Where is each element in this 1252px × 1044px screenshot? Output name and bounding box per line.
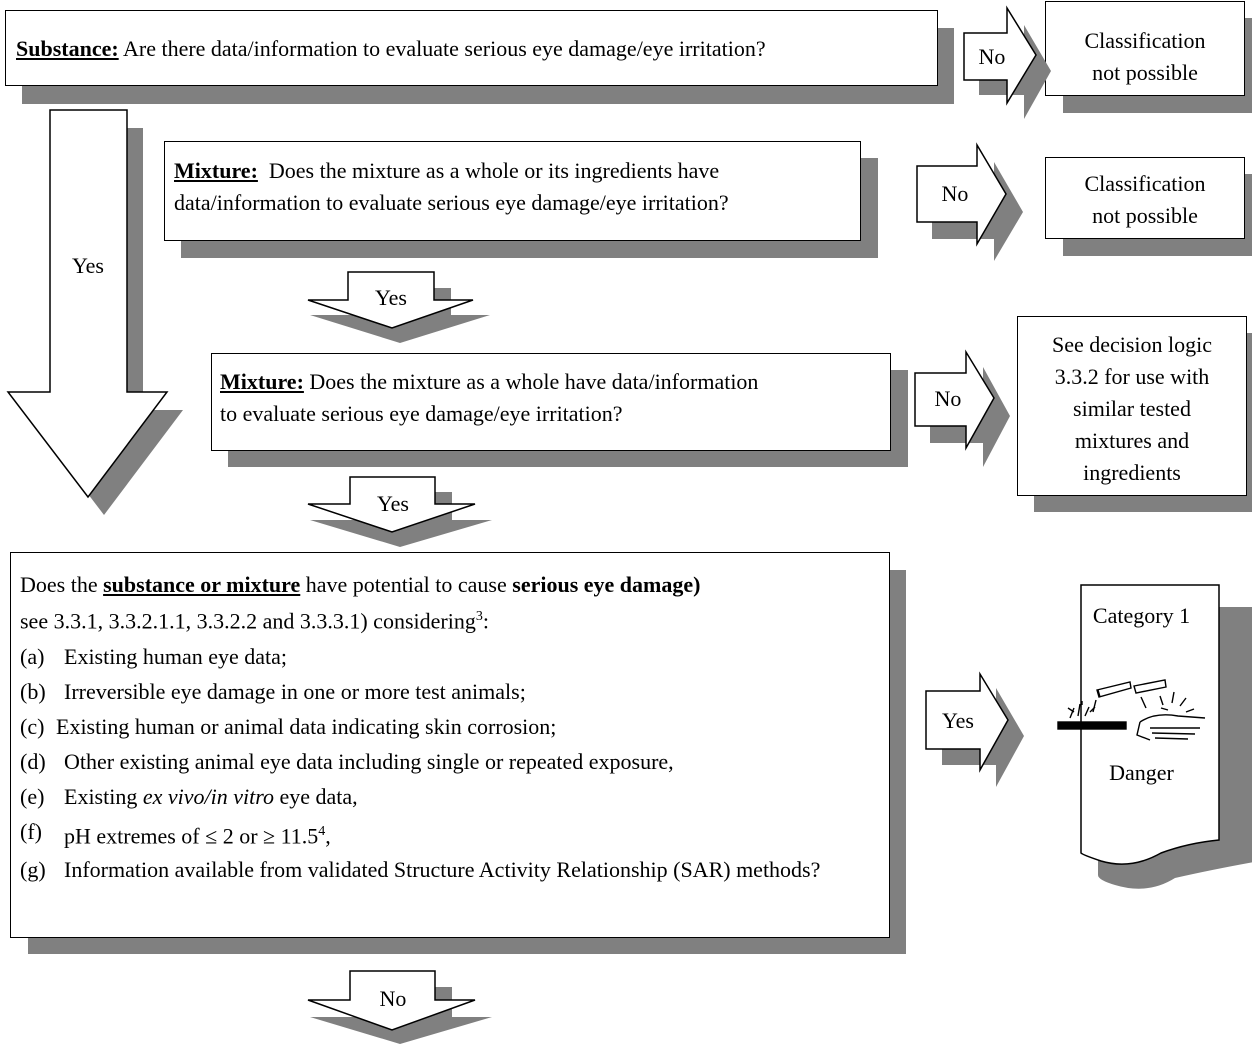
criterion-d: (d) Other existing animal eye data includ…	[20, 744, 880, 779]
big-yes-arrow	[6, 109, 183, 515]
main-question-hazard: serious eye damage)	[512, 572, 701, 597]
no-label-1: No	[978, 44, 1006, 69]
main-question-p1: Does the	[20, 572, 104, 597]
decision-logic-line4: mixtures and	[1074, 428, 1190, 453]
criterion-e-pre: Existing	[64, 784, 143, 810]
yes-label-1: Yes	[374, 285, 407, 310]
mixture-2-label: Mixture:	[220, 369, 304, 394]
substance-question-text: Are there data/information to evaluate s…	[118, 36, 766, 61]
criterion-c: (c) Existing human or animal data indicat…	[20, 709, 880, 744]
big-yes-label: Yes	[71, 253, 104, 278]
classification-2-line1: Classification	[1084, 171, 1206, 196]
footnote-3: 3	[475, 609, 483, 624]
mixture-1-label: Mixture:	[174, 158, 258, 183]
mixture-2-box	[211, 353, 891, 451]
criterion-c-marker: (c)	[20, 714, 45, 740]
criterion-e-marker: (e)	[20, 784, 45, 810]
classification-1-box	[1045, 1, 1245, 96]
main-question-p3: have potential to cause	[300, 572, 513, 597]
mixture-1-line2: data/information to evaluate serious eye…	[174, 190, 729, 215]
substance-question: Substance: Are there data/information to…	[16, 33, 766, 65]
no-label-3: No	[934, 386, 962, 411]
classification-1-line2: not possible	[1092, 60, 1198, 85]
no-label-2: No	[941, 181, 969, 206]
decision-logic-line1: See decision logic	[1051, 332, 1213, 357]
criterion-f: (f) pH extremes of ≤ 2 or ≥ 11.54,	[20, 814, 880, 853]
decision-logic-box	[1017, 316, 1247, 496]
category-title: Category 1	[1092, 603, 1191, 628]
criterion-f-text: pH extremes of ≤ 2 or ≥ 11.5	[64, 823, 319, 849]
criterion-b-text: Irreversible eye damage in one or more t…	[64, 679, 526, 705]
no-arrow-4	[307, 970, 492, 1044]
criterion-b-marker: (b)	[20, 679, 46, 705]
classification-2-text: Classification not possible	[1045, 168, 1245, 232]
signal-word: Danger	[1109, 760, 1174, 785]
category-document-shape	[1080, 584, 1252, 889]
criteria-list: (a) Existing human eye data; (b) Irreversi…	[20, 639, 880, 885]
criterion-e-post: eye data,	[273, 784, 358, 810]
classification-1-text: Classification not possible	[1045, 25, 1245, 89]
yes-arrow-2	[307, 476, 492, 547]
no-arrow-2	[916, 142, 1023, 261]
criterion-d-marker: (d)	[20, 749, 46, 775]
mixture-2-question: Mixture: Does the mixture as a whole hav…	[220, 366, 758, 430]
yes-label-3: Yes	[941, 708, 974, 733]
no-arrow-3	[914, 349, 1010, 467]
main-question-line2: see 3.3.1, 3.3.2.1.1, 3.3.2.2 and 3.3.3.…	[20, 608, 476, 634]
criterion-a-marker: (a)	[20, 644, 45, 670]
main-question-subject: substance or mixture	[103, 572, 301, 597]
classification-1-line1: Classification	[1084, 28, 1206, 53]
footnote-4: 4	[318, 824, 326, 840]
decision-logic-line3: similar tested	[1073, 396, 1191, 421]
decision-logic-text: See decision logic 3.3.2 for use with si…	[1017, 329, 1247, 489]
criterion-f-end: ,	[325, 823, 331, 849]
no-label-4: No	[379, 986, 407, 1011]
yes-label-2: Yes	[376, 491, 409, 516]
criterion-g: (g) Information available from validated …	[20, 854, 864, 886]
classification-2-line2: not possible	[1092, 203, 1198, 228]
criterion-a-text: Existing human eye data;	[64, 644, 287, 670]
criterion-e-italic: ex vivo/in vitro	[142, 784, 274, 810]
criterion-c-text: Existing human or animal data indicating…	[56, 714, 557, 740]
mixture-1-question: Mixture: Does the mixture as a whole or …	[174, 155, 729, 219]
criterion-g-text: Information available from validated Str…	[64, 856, 821, 882]
classification-2-box	[1045, 157, 1245, 239]
yes-arrow-3	[925, 671, 1024, 787]
substance-box	[5, 10, 938, 86]
mixture-2-line2: to evaluate serious eye damage/eye irrit…	[220, 401, 623, 426]
mixture-2-line1: Does the mixture as a whole have data/in…	[303, 369, 759, 394]
main-question: Does the substance or mixture have poten…	[20, 569, 880, 886]
main-question-line2-end: :	[482, 608, 489, 634]
criterion-a: (a) Existing human eye data;	[20, 639, 880, 674]
corrosion-pictogram	[1057, 679, 1206, 741]
criterion-f-marker: (f)	[20, 819, 42, 845]
yes-arrow-1	[307, 271, 490, 343]
decision-logic-line2: 3.3.2 for use with	[1054, 364, 1210, 389]
mixture-1-line1: Does the mixture as a whole or its ingre…	[257, 158, 720, 183]
main-question-box	[10, 552, 890, 938]
criterion-g-marker: (g)	[20, 856, 46, 882]
criterion-b: (b) Irreversible eye damage in one or mor…	[20, 674, 880, 709]
substance-label: Substance:	[16, 36, 119, 61]
no-arrow-1	[963, 5, 1051, 119]
criterion-d-text: Other existing animal eye data including…	[64, 749, 674, 775]
criterion-e: (e) Existing ex vivo/in vitro eye data,	[20, 779, 880, 814]
decision-logic-line5: ingredients	[1083, 460, 1181, 485]
mixture-1-box	[164, 141, 861, 241]
